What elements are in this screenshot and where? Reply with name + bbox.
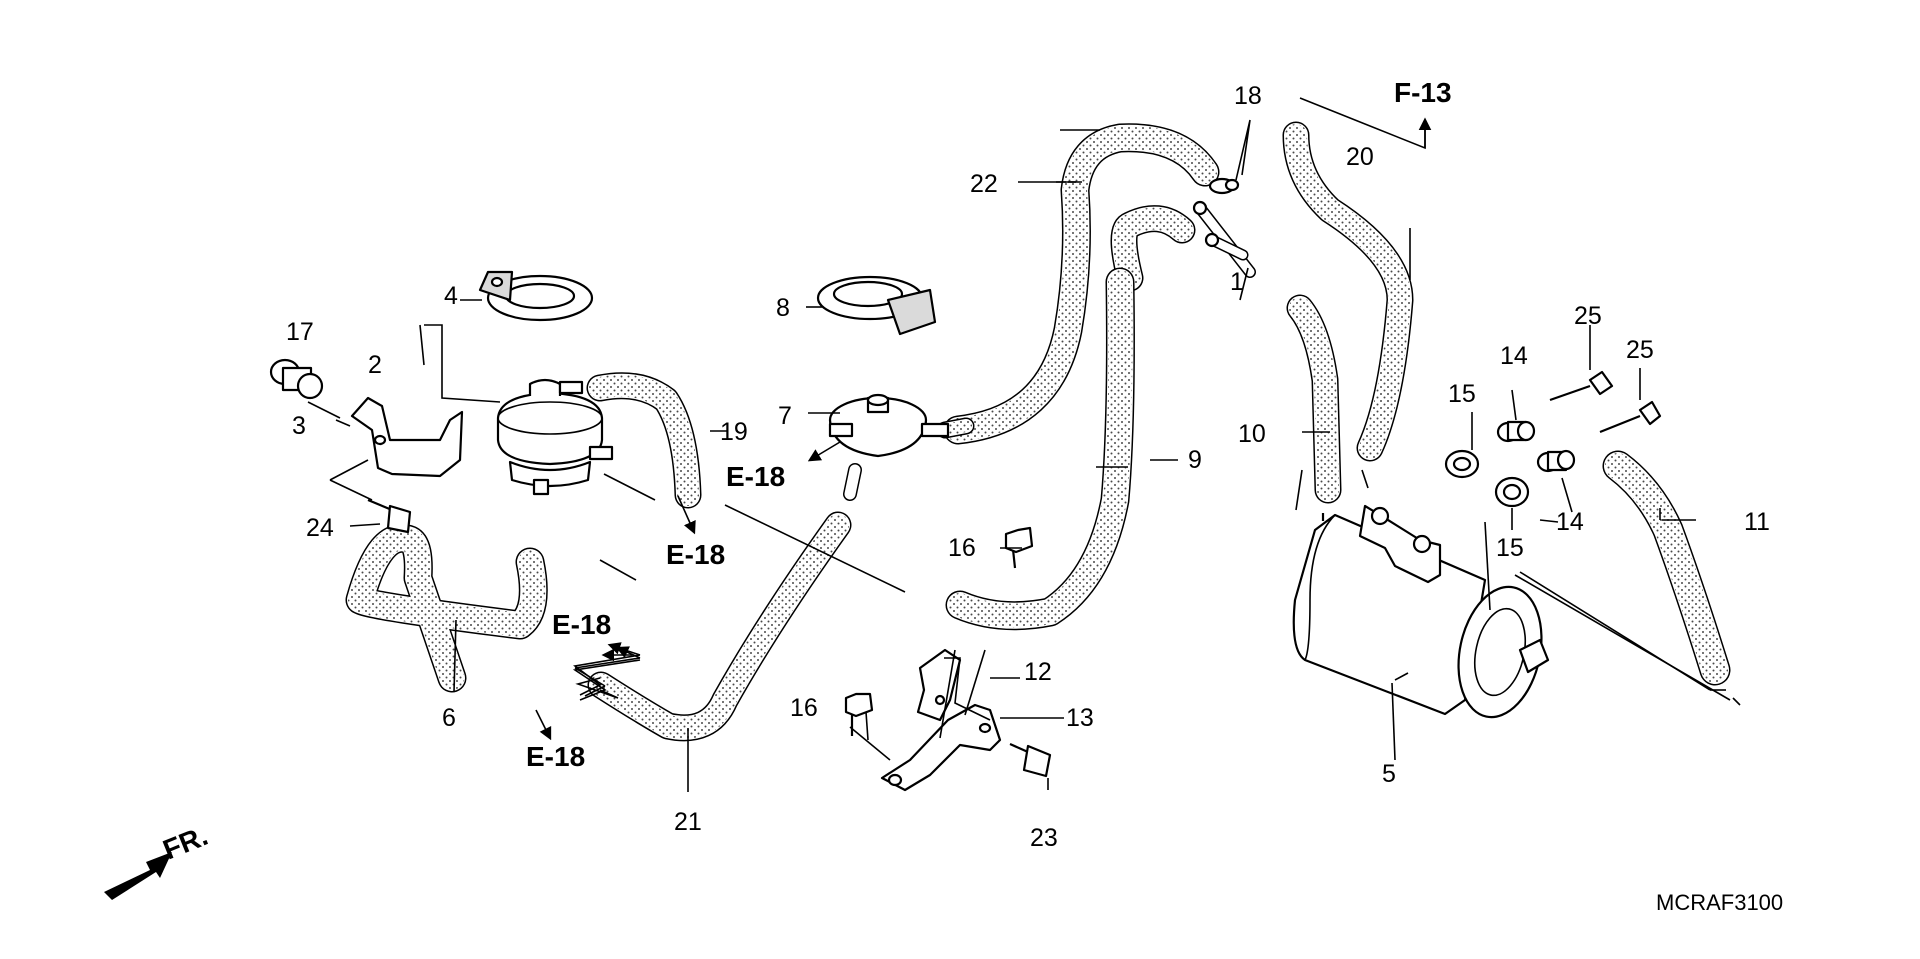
e18-link-arrow [574,646,641,697]
callout-15-upper: 15 [1448,380,1476,408]
hose-part-21 [587,511,852,742]
callout-1: 1 [1230,268,1244,296]
clamp-band-part-4 [478,270,594,322]
callout-10: 10 [1238,420,1266,448]
callout-19: 19 [720,418,748,446]
callout-16-lower: 16 [790,694,818,722]
callout-23: 23 [1030,824,1058,852]
callout-6: 6 [442,704,456,732]
callout-15-lower: 15 [1496,534,1524,562]
hose-part-9 [945,267,1135,631]
callout-22: 22 [970,170,998,198]
collar-part-17 [269,358,324,400]
callout-25-left: 25 [1574,302,1602,330]
callout-24: 24 [306,514,334,542]
callout-11: 11 [1744,508,1770,536]
diagram-code: MCRAF3100 [1656,890,1783,915]
canister-part-5 [1292,504,1550,719]
callout-4: 4 [444,282,458,310]
hose-part-9-upper [1110,205,1196,292]
callout-9: 9 [1188,446,1202,474]
bolt-part-16-upper [1004,526,1034,569]
callout-2: 2 [368,351,382,379]
reference-e18-hose19: E-18 [666,539,725,570]
reference-e18-valve: E-18 [726,461,785,492]
callout-25-right: 25 [1626,336,1654,364]
hose-part-19 [586,372,702,509]
leader-lines [307,97,1741,792]
bolt-part-25-right [1599,400,1662,434]
front-label: FR. [159,820,212,866]
clamp-band-part-8 [816,275,937,336]
bolt-part-16-lower [844,692,874,736]
reference-e18-hose6: E-18 [526,741,585,772]
callout-8: 8 [776,294,790,322]
hose-part-22 [943,123,1220,445]
tee-joint-part-1 [1192,200,1256,278]
callout-20: 20 [1346,143,1374,171]
callout-17: 17 [286,318,314,346]
callout-18: 18 [1234,82,1262,110]
callout-labels: 1 2 3 4 5 6 7 8 9 10 11 12 13 14 14 15 1… [286,82,1770,852]
callout-12: 12 [1024,658,1052,686]
bolt-part-24 [367,498,412,534]
grommet-part-15-upper [1444,449,1480,479]
callout-3: 3 [292,412,306,440]
bracket-part-3 [350,396,464,478]
callout-7: 7 [778,402,792,430]
front-arrow-icon [104,852,172,900]
control-valve-part-2 [496,378,614,496]
reference-labels: E-18 E-18 E-18 E-18 F-13 [526,77,1452,772]
hose-part-10 [1286,294,1342,504]
callout-5: 5 [1382,760,1396,788]
grommet-part-15-lower [1494,476,1530,508]
vacuum-valve-part-7 [828,393,950,501]
hose-part-6 [345,523,548,693]
callout-14-lower: 14 [1556,508,1584,536]
callout-13: 13 [1066,704,1094,732]
bracket-part-13 [880,703,1002,792]
hose-part-20 [1282,121,1414,462]
reference-f13: F-13 [1394,77,1452,108]
hose-group [345,121,1731,742]
clip-part-18 [1208,177,1240,195]
collar-part-14-upper [1496,420,1536,443]
callout-16-upper: 16 [948,534,976,562]
reference-e18-hose21: E-18 [552,609,611,640]
hose-part-11 [1602,450,1731,686]
front-direction-indicator: FR. [104,820,212,900]
collar-part-14-lower [1536,449,1576,473]
bolt-part-25-left [1549,370,1614,402]
bolt-part-23 [1009,742,1052,778]
callout-21: 21 [674,808,702,836]
callout-14-upper: 14 [1500,342,1528,370]
